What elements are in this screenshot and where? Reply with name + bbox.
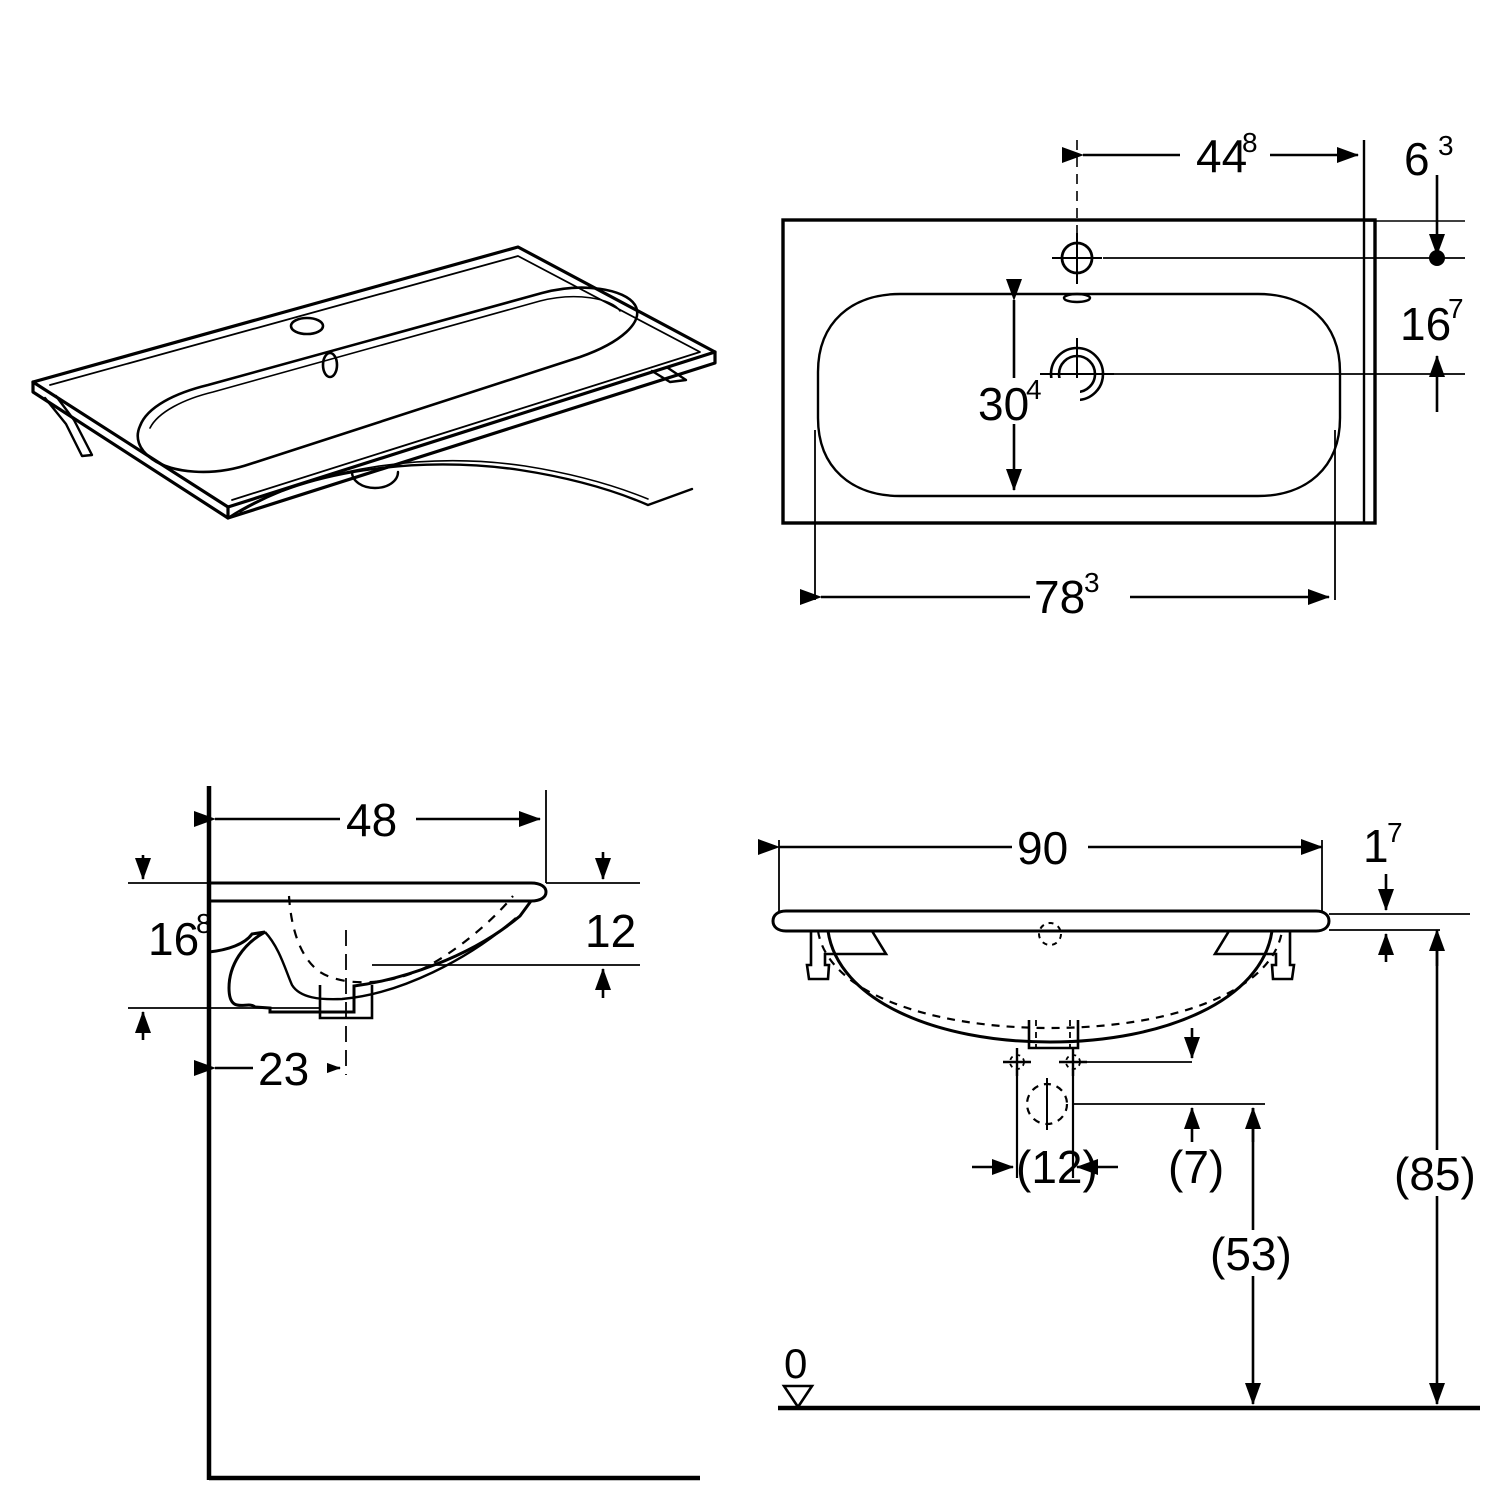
plan-bowl-outline [816, 292, 1342, 498]
datum-label: 0 [784, 1340, 807, 1387]
iso-bowl-inner [149, 295, 621, 429]
dim-sup-6: 3 [1438, 130, 1454, 161]
iso-tap-hole [289, 316, 325, 336]
dim-side-wall-height: 16 8 [135, 855, 212, 1040]
plan-outer-rect [781, 218, 1377, 525]
view-plan: 44 8 6 3 16 7 30 4 [781, 127, 1465, 623]
dim-label-bg-23 [253, 1044, 327, 1090]
dim-sup-78: 3 [1084, 567, 1100, 598]
iso-rim-thickness [31, 380, 230, 520]
dim-plan-rear-to-tap: 6 3 [1103, 130, 1465, 266]
front-rim [771, 909, 1331, 933]
dim-value-78: 78 [1034, 571, 1085, 623]
dim-value-12p: (12) [1016, 1141, 1098, 1193]
dim-front-waste-height: (53) [1205, 1107, 1305, 1405]
dim-dot-6 [1429, 250, 1445, 266]
dim-value-90: 90 [1017, 822, 1068, 874]
dim-plan-bowl-width: 78 3 [800, 567, 1330, 623]
dim-sup-44: 8 [1242, 127, 1258, 158]
dim-sup-16-8: 8 [196, 908, 212, 939]
datum-marker-group: 0 [781, 1340, 815, 1410]
dim-front-overall-width: 90 [758, 822, 1323, 912]
iso-waste-boss [350, 470, 400, 490]
front-tap-hole [1038, 922, 1062, 946]
side-bowl-inner [264, 917, 517, 1001]
front-fixing-detail: (12) (7) (53) (85) [972, 929, 1490, 1405]
iso-bowl-opening [136, 286, 639, 474]
dim-side-projection: 48 [194, 794, 541, 846]
dim-front-rim-thickness: 1 7 [1329, 817, 1470, 962]
iso-overflow-slot [321, 351, 339, 379]
front-bowl-hidden [816, 930, 1284, 1030]
dim-sup-16-7: 7 [1448, 293, 1464, 324]
front-waste-boss [1027, 1020, 1080, 1050]
front-bowl-outer [826, 930, 1274, 1044]
dim-side-wall-to-waste: 23 [194, 1043, 341, 1095]
dim-value-6: 6 [1404, 133, 1430, 185]
side-bowl-outer [208, 900, 533, 1014]
dim-label-bg-44 [1180, 132, 1270, 176]
dim-value-44: 44 [1196, 130, 1247, 182]
datum-triangle-icon [781, 1384, 815, 1410]
dim-label-bg-30 [975, 378, 1080, 424]
iso-bracket-left [43, 394, 94, 458]
dim-value-23: 23 [258, 1043, 309, 1095]
dim-label-bg-85 [1390, 1150, 1490, 1196]
dim-value-30: 30 [978, 378, 1029, 430]
dim-label-bg-48 [340, 796, 416, 842]
view-front: 0 90 1 7 [758, 817, 1490, 1411]
dim-plan-tap-to-waste: 16 7 [1114, 293, 1465, 412]
side-bowl-hidden [287, 895, 514, 984]
plan-overflow-slot [1062, 292, 1092, 304]
dim-side-rim-to-waste: 12 [585, 852, 636, 998]
iso-bracket-right [650, 366, 688, 384]
dim-plan-tap-from-left: 44 8 [1062, 127, 1359, 182]
dim-plan-bowl-depth: 30 4 [975, 279, 1080, 491]
front-bracket-right [1212, 930, 1296, 981]
dim-front-rim-height: (85) [1390, 929, 1490, 1405]
view-side-section: 48 16 8 12 23 [128, 786, 700, 1481]
dim-value-7: (7) [1168, 1141, 1224, 1193]
plan-tap-hole-group [1052, 233, 1102, 284]
front-bracket-left [805, 930, 889, 981]
view-isometric [31, 245, 717, 520]
dim-sup-30: 4 [1026, 374, 1042, 405]
dim-label-bg-53 [1205, 1230, 1305, 1276]
dim-label-bg-90 [1012, 824, 1088, 870]
iso-bowl-underside-2 [239, 460, 649, 513]
side-rim [207, 881, 548, 903]
dim-value-1-7: 1 [1363, 820, 1389, 872]
dim-front-fixing-spacing: (12) [972, 1141, 1118, 1193]
dim-value-53: (53) [1210, 1228, 1292, 1280]
dim-value-85: (85) [1394, 1148, 1476, 1200]
dim-sup-1-7: 7 [1387, 817, 1403, 848]
dim-value-48: 48 [346, 794, 397, 846]
iso-rim-inner [49, 255, 701, 501]
dim-value-12: 12 [585, 905, 636, 957]
dim-value-16-7: 16 [1400, 298, 1451, 350]
dim-label-bg-78 [1030, 572, 1130, 618]
dim-value-16-8: 16 [148, 913, 199, 965]
dim-front-fixing-offset: (7) [1073, 1028, 1265, 1193]
